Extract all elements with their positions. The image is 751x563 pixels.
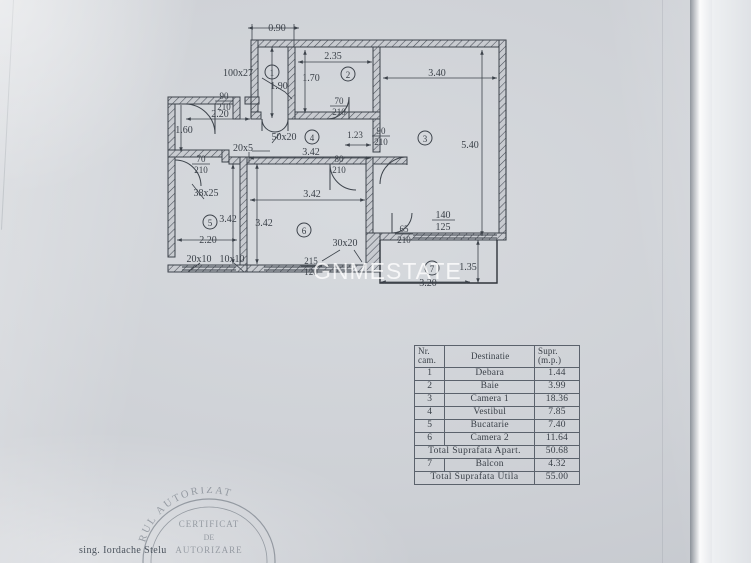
room-schedule-table: Nr. cam. Destinatie Supr. (m.p.) 1 Debar… (413, 345, 581, 485)
dimension-label: 3.40 (428, 68, 446, 79)
room-marker-2: 2 (346, 70, 351, 80)
table-row: 1 Debara 1.44 (413, 366, 581, 381)
opening-label: 20x5 (233, 143, 253, 154)
opening-label: 10x10 (220, 254, 245, 265)
row-surface: 7.40 (533, 418, 581, 433)
opening-label: 50x20 (272, 132, 297, 143)
total-usable-label: Total Suprafata Utila (414, 470, 535, 485)
table-row: 2 Baie 3.99 (413, 379, 581, 394)
row-destination: Balcon (444, 457, 535, 472)
header-nr-line2: cam. (418, 355, 437, 366)
row-number: 2 (413, 379, 446, 394)
door-swings (174, 96, 413, 234)
total-usable-surface: 55.00 (533, 470, 581, 485)
row-number: 1 (413, 366, 446, 381)
door-size-label: 210 (194, 165, 208, 175)
table-row: 5 Bucatarie 7.40 (413, 418, 581, 433)
window-size-label: 125 (436, 222, 451, 233)
row-number: 4 (413, 405, 446, 420)
row-destination: Debara (444, 366, 535, 381)
door-size-label: 65 (400, 224, 410, 234)
window-size-label: 140 (436, 210, 451, 221)
room-marker-1: 1 (270, 68, 275, 78)
dimension-label: 1.70 (302, 73, 320, 84)
door-size-label: 70 (335, 96, 345, 106)
dimension-label: 1.90 (270, 81, 288, 92)
room-marker-5: 5 (208, 218, 213, 228)
room-marker-7: 7 (430, 264, 435, 274)
row-destination: Vestibul (444, 405, 535, 420)
door-size-label: 210 (374, 137, 388, 147)
row-surface: 3.99 (533, 379, 581, 394)
opening-label: 30x20 (333, 238, 358, 249)
dimension-label: 1.60 (175, 125, 193, 136)
dimension-label: 2.35 (324, 51, 342, 62)
dimension-label: 1.35 (459, 262, 477, 273)
row-destination: Bucatarie (444, 418, 535, 433)
dimension-label: 5.40 (461, 140, 479, 151)
header-nr-line1: Nr. (418, 346, 430, 356)
opening-label: 100x27 (223, 68, 253, 79)
dimension-label: 2.20 (199, 235, 217, 246)
dimension-label: 2.20 (211, 109, 229, 120)
row-destination: Camera 1 (444, 392, 535, 407)
windows (182, 234, 497, 271)
room-marker-4: 4 (310, 133, 315, 143)
table-total-apartment-row: Total Suprafata Apart. 50.68 (414, 444, 581, 459)
door-size-label: 210 (332, 107, 346, 117)
table-header-row: Nr. cam. Destinatie Supr. (m.p.) (413, 345, 581, 368)
row-number: 6 (413, 431, 446, 446)
door-size-label: 210 (217, 102, 231, 112)
paper-crease-right (662, 0, 663, 563)
door-size-label: 90 (220, 91, 230, 101)
dimension-lines (177, 24, 497, 284)
row-destination: Baie (444, 379, 535, 394)
room-marker-6: 6 (302, 226, 307, 236)
table-row: 7 Balcon 4.32 (413, 457, 581, 472)
row-surface: 1.44 (533, 366, 581, 381)
dimension-label: 3.20 (419, 278, 437, 289)
row-surface: 7.85 (533, 405, 581, 420)
header-room-number: Nr. cam. (413, 345, 446, 368)
header-destination: Destinatie (444, 345, 535, 368)
balcony-outline (379, 240, 498, 284)
header-surface: Supr. (m.p.) (533, 345, 581, 368)
room-number-markers (202, 64, 440, 276)
header-surface-line2: (m.p.) (537, 355, 562, 366)
dimension-label: 0.90 (268, 23, 286, 34)
total-apartment-label: Total Suprafata Apart. (414, 444, 535, 459)
row-destination: Camera 2 (444, 431, 535, 446)
header-surface-line1: Supr. (537, 346, 558, 356)
door-size-label: 210 (397, 235, 411, 245)
window-size-label: 215 (304, 256, 318, 266)
row-number: 3 (413, 392, 446, 407)
total-apartment-surface: 50.68 (533, 444, 581, 459)
door-size-label: 70 (197, 154, 207, 164)
table-row: 4 Vestibul 7.85 (413, 405, 581, 420)
row-surface: 4.32 (533, 457, 581, 472)
opening-label: 20x10 (187, 254, 212, 265)
dimension-label: 3.42 (302, 147, 320, 158)
table-total-usable-row: Total Suprafata Utila 55.00 (414, 470, 581, 485)
dimension-label: 3.42 (303, 189, 321, 200)
wall-outlines (250, 39, 507, 241)
table-row: 6 Camera 2 11.64 (413, 431, 581, 446)
engineer-signature: sing. Iordache Stelu (79, 545, 167, 556)
dimension-label: 3.42 (219, 214, 237, 225)
door-size-label: 80 (335, 154, 345, 164)
row-surface: 11.64 (533, 431, 581, 446)
dimension-label: 1.23 (347, 130, 363, 140)
row-surface: 18.36 (533, 392, 581, 407)
table-row: 3 Camera 1 18.36 (413, 392, 581, 407)
opening-label: 38x25 (194, 188, 219, 199)
dimension-label: 3.42 (255, 218, 273, 229)
row-number: 7 (413, 457, 446, 472)
door-size-label: 210 (332, 165, 346, 175)
window-size-label: 120 (304, 267, 318, 277)
door-size-label: 90 (377, 126, 387, 136)
row-number: 5 (413, 418, 446, 433)
room-marker-3: 3 (423, 134, 428, 144)
